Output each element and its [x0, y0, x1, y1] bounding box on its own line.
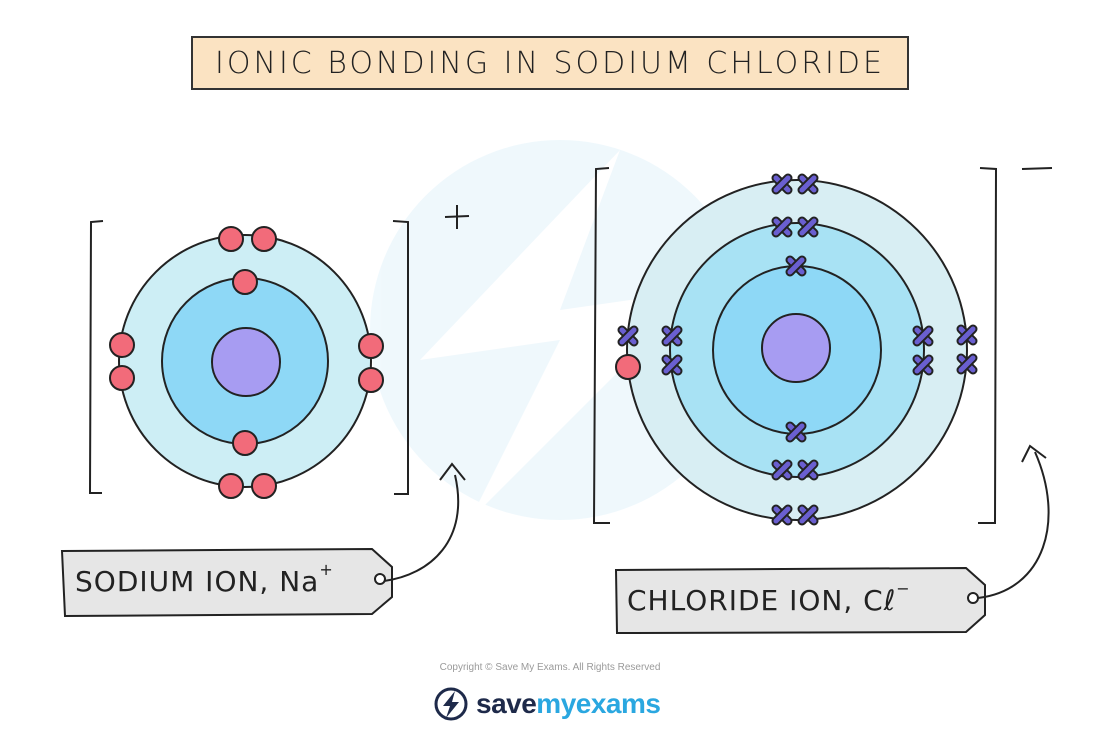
electron-cross [661, 325, 683, 347]
electron-cross [661, 354, 683, 376]
electron-dot [251, 473, 277, 499]
electron-cross [785, 255, 807, 277]
electron-cross [771, 216, 793, 238]
electron-dot [232, 269, 258, 295]
electron-cross [771, 459, 793, 481]
electron-dot [109, 332, 135, 358]
electron-cross [912, 325, 934, 347]
chloride-ion [592, 167, 1053, 526]
electron-cross [956, 353, 978, 375]
electron-dot [218, 226, 244, 252]
sodium-right-bracket [392, 220, 409, 495]
electron-cross [797, 173, 819, 195]
electron-dot [251, 226, 277, 252]
chloride-charge-minus [1021, 167, 1053, 170]
electron-cross [956, 324, 978, 346]
electron-dot [358, 333, 384, 359]
electron-dot [358, 367, 384, 393]
sodium-outer-electrons [109, 226, 384, 499]
copyright-text: Copyright © Save My Exams. All Rights Re… [439, 662, 661, 673]
sodium-charge-plus [444, 205, 470, 229]
logo-wordmark: savemyexams [476, 688, 661, 719]
lightning-bolt-icon [434, 687, 468, 721]
chloride-nucleus [761, 313, 831, 383]
sodium-label-tag [60, 462, 466, 618]
electron-cross [785, 421, 807, 443]
transferred-electron-dot [615, 354, 641, 380]
electron-cross [912, 354, 934, 376]
electron-cross [797, 459, 819, 481]
electron-cross [617, 325, 639, 347]
chloride-right-bracket [978, 167, 998, 524]
sodium-left-bracket [88, 220, 104, 494]
chloride-label-tag [614, 444, 1050, 635]
electron-dot [218, 473, 244, 499]
chloride-label: CHLORIDE ION, Cℓ− [627, 578, 911, 617]
electron-dot [109, 365, 135, 391]
title-box: IONIC BONDING IN SODIUM CHLORIDE [191, 36, 909, 90]
chloride-left-bracket [592, 167, 610, 524]
electron-cross [771, 504, 793, 526]
sodium-inner-electrons [232, 269, 258, 456]
page-title: IONIC BONDING IN SODIUM CHLORIDE [215, 45, 885, 81]
save-my-exams-logo: savemyexams [470, 686, 661, 722]
electron-dot [232, 430, 258, 456]
chloride-electrons [617, 173, 978, 526]
sodium-nucleus [211, 327, 281, 397]
electron-cross [797, 216, 819, 238]
electron-cross [771, 173, 793, 195]
electron-cross [797, 504, 819, 526]
sodium-label: SODIUM ION, Na+ [75, 559, 334, 598]
sodium-ion [88, 205, 470, 499]
